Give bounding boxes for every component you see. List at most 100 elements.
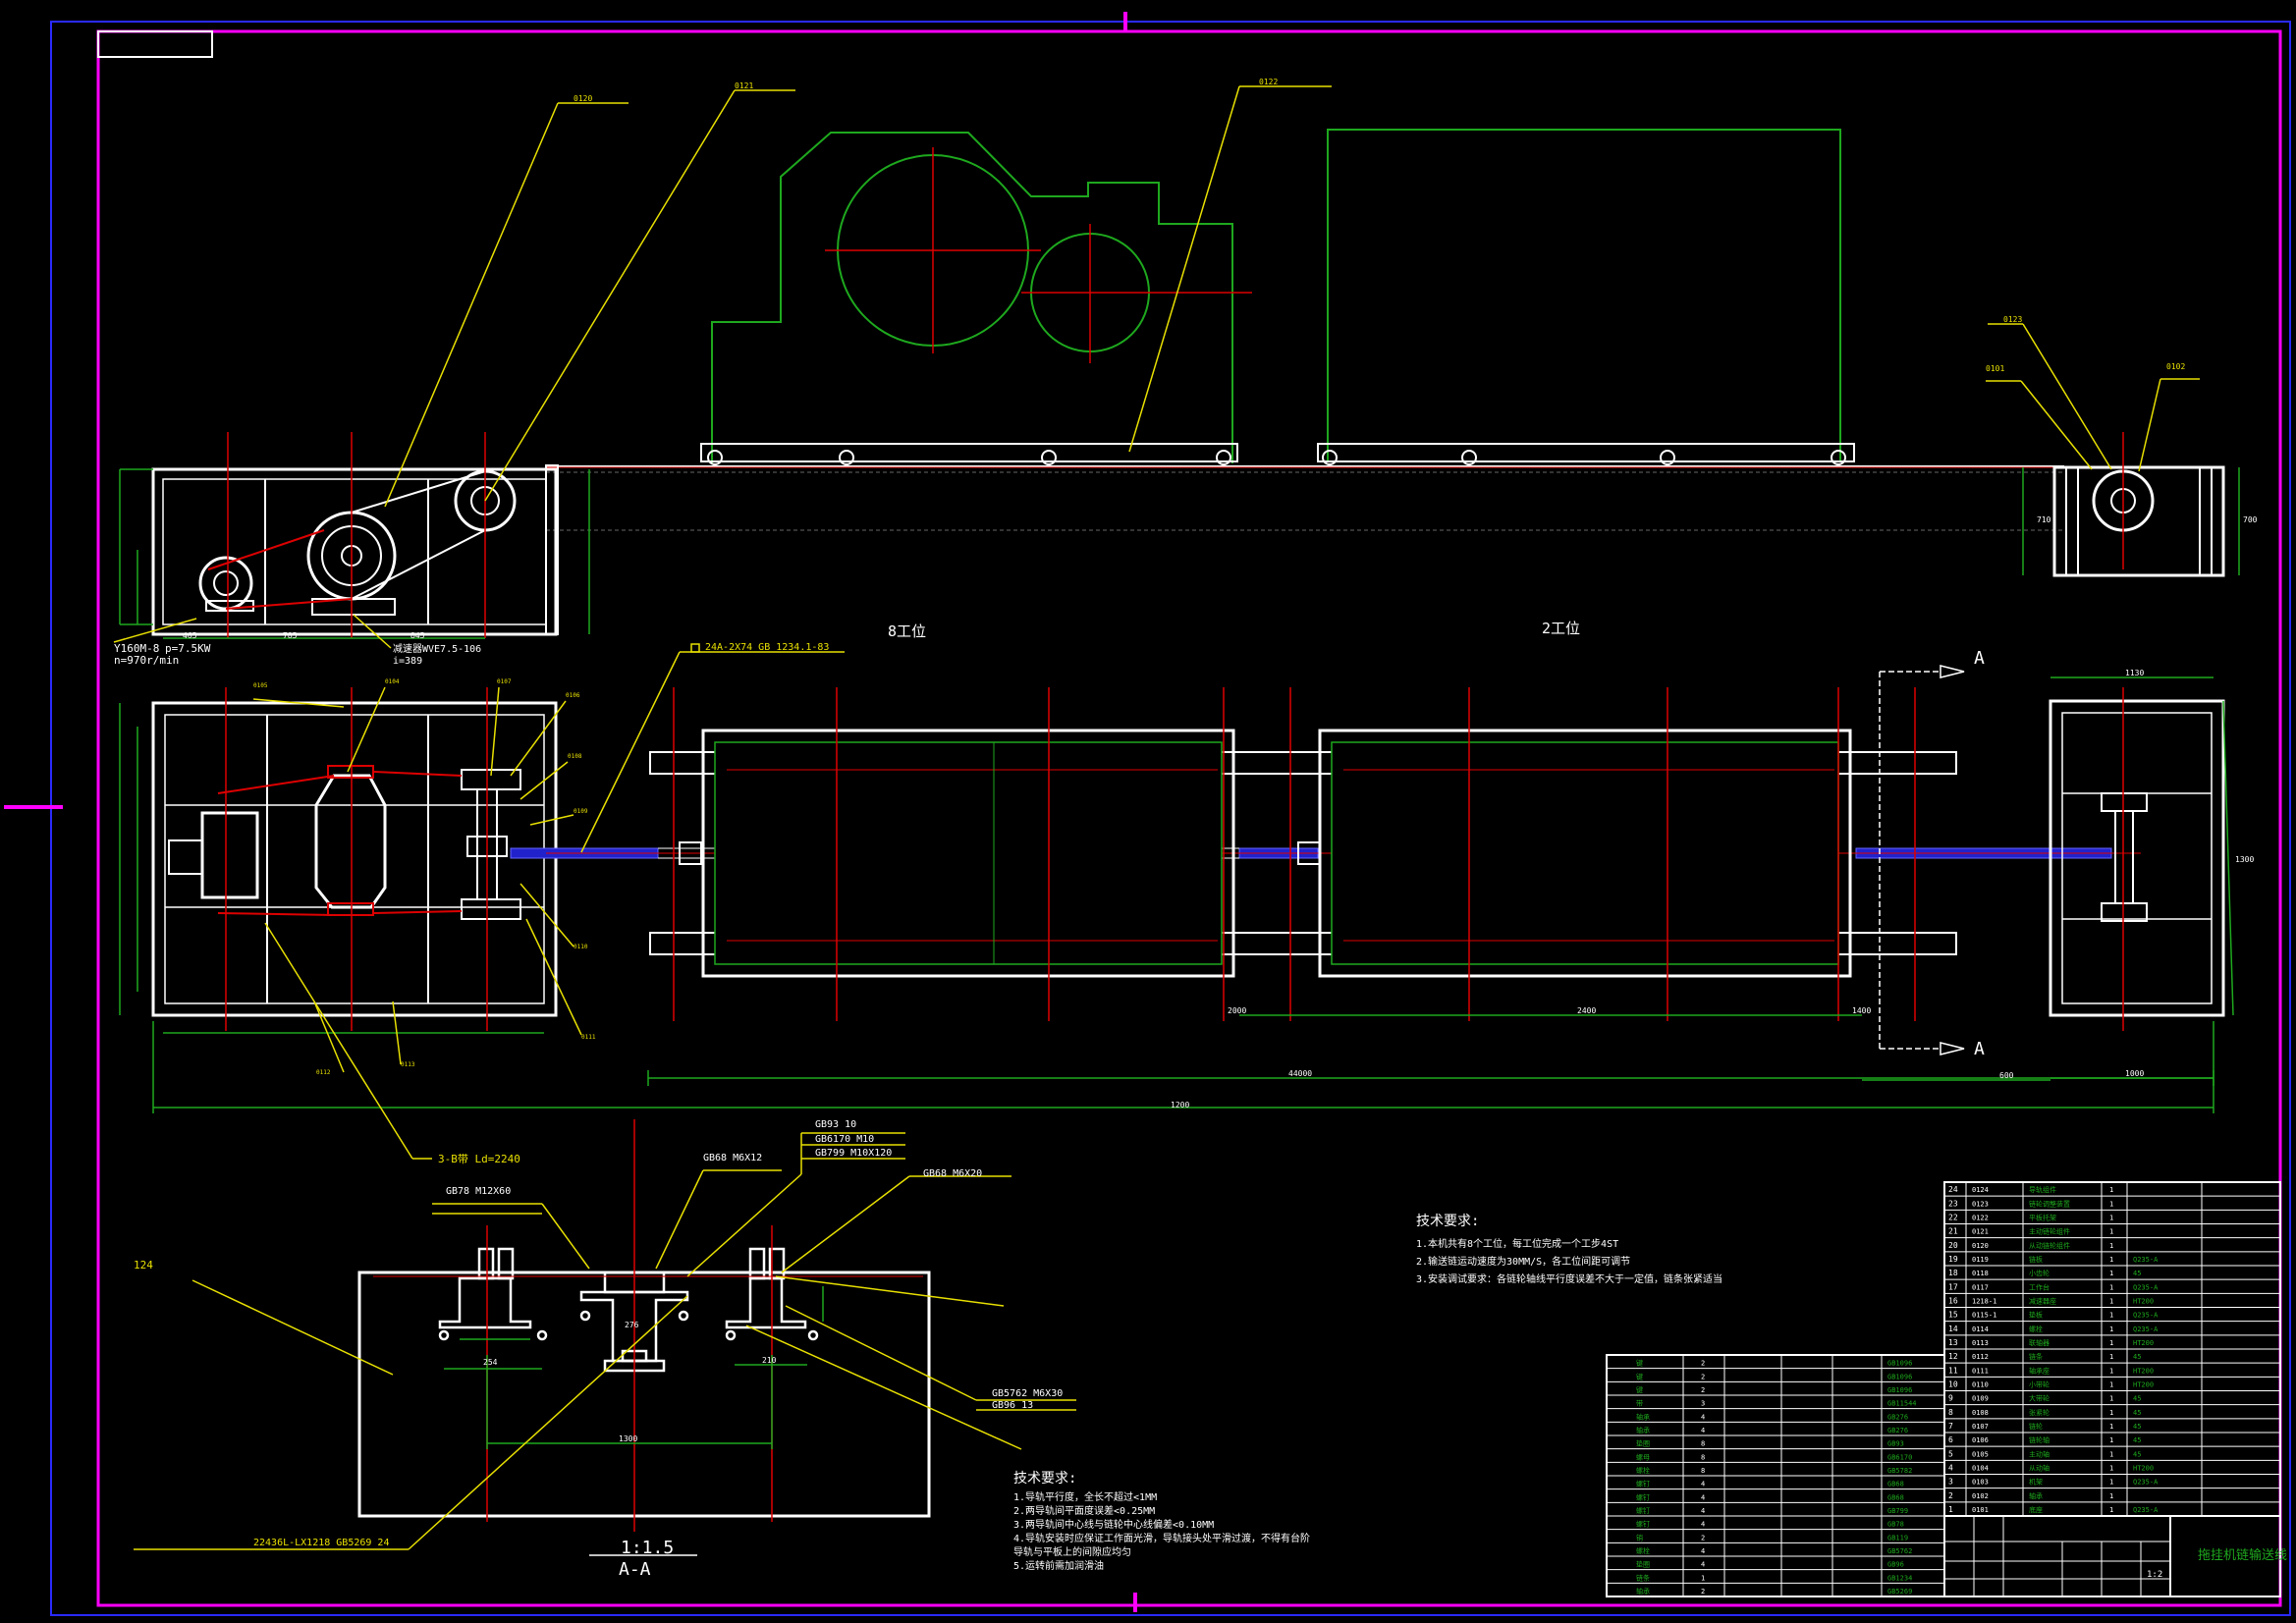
tail-shaft <box>2114 810 2134 904</box>
chain-leader <box>580 651 681 853</box>
bom-name: 从动链轮组件 <box>2029 1241 2070 1250</box>
bom-qty: 1 <box>2109 1395 2113 1403</box>
bom-code: 0123 <box>1972 1200 1989 1208</box>
cabinet-outline <box>1327 129 1841 462</box>
tech-req-2-line: 3.两导轨间中心线与链轮中心线偏差<0.10MM <box>1013 1518 1214 1531</box>
bom-number: 21 <box>1948 1227 1958 1236</box>
tech-req-2-line: 2.两导轨间平面度误差<0.25MM <box>1013 1504 1155 1517</box>
bom-material: 45 <box>2133 1353 2141 1361</box>
dim-d14: 276 <box>625 1321 639 1329</box>
svg-text:0102: 0102 <box>2166 362 2185 371</box>
plan-dim-lines <box>119 676 2234 1113</box>
bom-name: 轴承座 <box>2029 1366 2050 1375</box>
dim-d12b: 1300 <box>619 1434 637 1443</box>
drive-base <box>151 701 558 1017</box>
bom-name: 轴承 <box>2029 1491 2043 1500</box>
bom-material: 45 <box>2133 1450 2141 1458</box>
section-arrow-top <box>1940 665 1965 678</box>
bom-qty: 1 <box>2109 1186 2113 1194</box>
std-name: 轴承 <box>1636 1587 1650 1596</box>
std-standard: GB5782 <box>1887 1467 1912 1475</box>
svg-text:0101: 0101 <box>1986 364 2004 373</box>
bom-number: 9 <box>1948 1394 1953 1403</box>
section-marker-top: A <box>1974 648 1985 669</box>
bom-code: 0110 <box>1972 1381 1989 1389</box>
bom-qty: 1 <box>2109 1283 2113 1291</box>
bom-material: HT200 <box>2133 1465 2154 1473</box>
bom-material: Q235-A <box>2133 1479 2159 1487</box>
bom-qty: 1 <box>2109 1492 2113 1500</box>
std-standard: GB78 <box>1887 1521 1904 1529</box>
bom-name: 小齿轮 <box>2029 1269 2050 1277</box>
bom-name: 从动轴 <box>2029 1464 2050 1473</box>
std-standard: GB5762 <box>1887 1547 1912 1555</box>
bom-qty: 1 <box>2109 1381 2113 1389</box>
bom-material: 45 <box>2133 1395 2141 1403</box>
bom-code: 0119 <box>1972 1256 1989 1264</box>
std-qty: 2 <box>1701 1386 1705 1394</box>
washer-e: GB96 13 <box>992 1400 1033 1411</box>
dim-d8: 1000 <box>2125 1069 2144 1078</box>
reducer-flange <box>327 902 374 916</box>
reducer-plan <box>314 774 387 909</box>
carrier-plan-1-inner <box>714 741 1223 965</box>
svg-text:0113: 0113 <box>401 1061 415 1068</box>
bom-qty: 1 <box>2109 1200 2113 1208</box>
section-arrow-bottom <box>1940 1042 1965 1055</box>
bolt-d: GB68 M6X20 <box>923 1168 982 1179</box>
bom-code: 0113 <box>1972 1339 1989 1347</box>
dim-d11: 1130 <box>2125 669 2144 677</box>
bom-material: 45 <box>2133 1423 2141 1431</box>
station-right-label: 2工位 <box>1542 620 1580 637</box>
section-view: 210 276 254 1300 GB78 M12X60 GB68 M6X12 … <box>134 1119 1076 1580</box>
belt-line <box>225 598 353 610</box>
carrier-plan-2-inner <box>1331 741 1839 965</box>
bom-qty: 1 <box>2109 1270 2113 1277</box>
drive-frame <box>151 467 558 636</box>
tech-req-2-line: 5.运转前需加润滑油 <box>1013 1559 1104 1572</box>
std-name: 轴承 <box>1636 1426 1650 1434</box>
std-qty: 4 <box>1701 1521 1705 1529</box>
bom-name: 减速器座 <box>2029 1297 2056 1306</box>
part-124: 124 <box>134 1259 153 1271</box>
bom-qty: 1 <box>2109 1242 2113 1250</box>
bom-qty: 1 <box>2109 1215 2113 1222</box>
bom-material: HT200 <box>2133 1339 2154 1347</box>
pusher-2 <box>1297 841 1321 865</box>
tech-req-1: 技术要求: 1.本机共有8个工位，每工位完成一个工步4ST 2.输送链运动速度为… <box>1416 1214 1722 1285</box>
bom-code: 0115-1 <box>1972 1312 1996 1320</box>
pusher-1 <box>679 841 702 865</box>
bom-number: 20 <box>1948 1241 1958 1250</box>
std-qty: 2 <box>1701 1588 1705 1596</box>
rollers <box>707 450 1846 465</box>
std-standard: GB276 <box>1887 1427 1908 1434</box>
tech-req-1-line: 2.输送链运动速度为30MM/S，各工位间距可调节 <box>1416 1255 1630 1268</box>
motor-hub <box>213 570 239 596</box>
bom-code: 0118 <box>1972 1270 1989 1277</box>
tech-req-1-title: 技术要求: <box>1416 1214 1479 1229</box>
table-row: 2 0102 轴承 1 <box>1944 1491 2280 1503</box>
std-standard: GB6170 <box>1887 1453 1912 1461</box>
dim-d9: 44000 <box>1288 1069 1312 1078</box>
std-qty: 3 <box>1701 1400 1705 1408</box>
section-box <box>357 1271 931 1518</box>
std-qty: 8 <box>1701 1467 1705 1475</box>
bom-code: 0117 <box>1972 1283 1989 1291</box>
bom-number: 2 <box>1948 1491 1953 1500</box>
bom-code: 0102 <box>1972 1492 1989 1500</box>
dim-d4: 2000 <box>1228 1006 1246 1015</box>
std-standard: GB1096 <box>1887 1360 1912 1368</box>
bom-material: Q235-A <box>2133 1283 2159 1291</box>
std-standard: GB1096 <box>1887 1386 1912 1394</box>
bom-number: 24 <box>1948 1185 1958 1194</box>
dim-d10: 1200 <box>1171 1101 1189 1109</box>
